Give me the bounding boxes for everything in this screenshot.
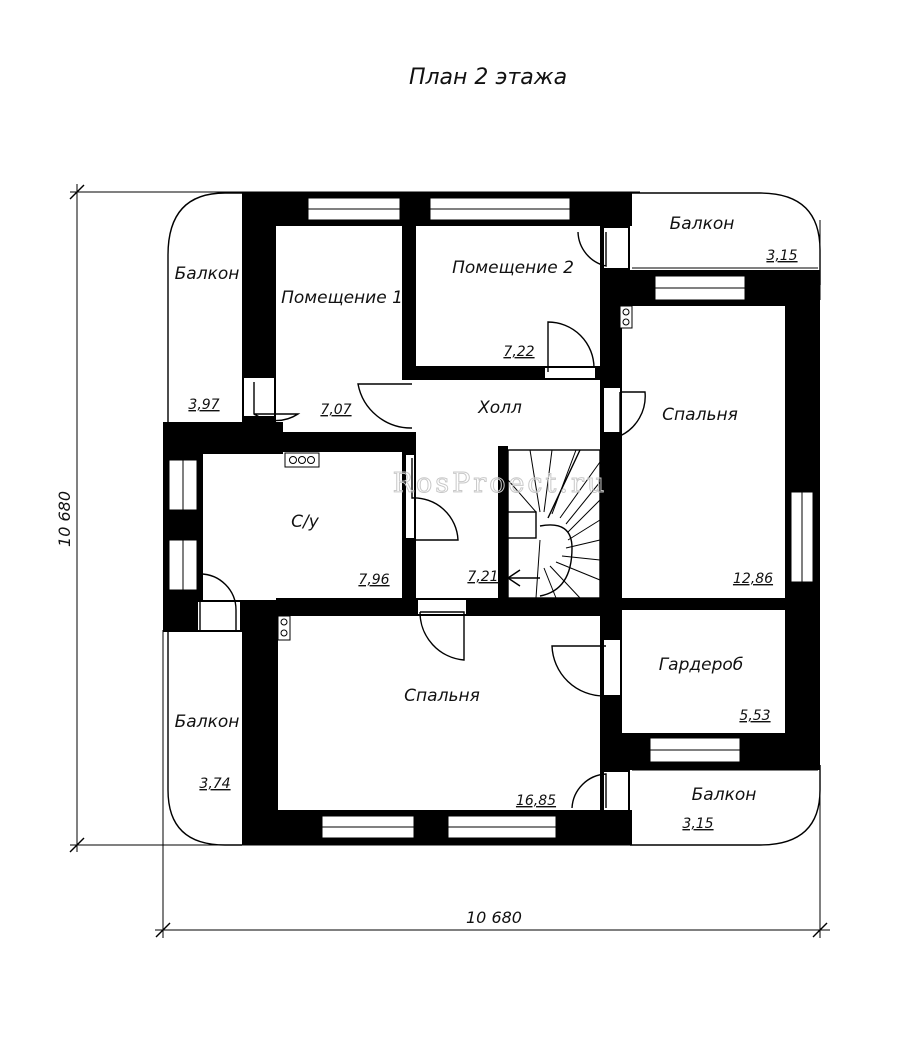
balcony-bottom-left-area: 3,74: [199, 776, 230, 792]
plan-title: План 2 этажа: [409, 65, 567, 90]
wardrobe-area: 5,53: [739, 708, 770, 724]
door-openings: [198, 228, 628, 810]
balcony-bottom-left-name: Балкон: [175, 712, 240, 732]
windows: [168, 197, 814, 839]
wardrobe-name: Гардероб: [659, 655, 744, 675]
balcony-labels: Балкон 3,97 Балкон 3,74 Балкон 3,15 Балк…: [175, 214, 798, 832]
height-dimension: 10 680: [55, 491, 74, 547]
balcony-top-left-name: Балкон: [175, 264, 240, 284]
hall-name: Холл: [477, 398, 522, 418]
balcony-top-right-area: 3,15: [766, 248, 797, 264]
balcony-top-left-area: 3,97: [188, 397, 219, 413]
room-labels: Помещение 1 7,07 Помещение 2 7,22 Холл 7…: [281, 258, 773, 809]
balcony-bottom-right-area: 3,15: [682, 816, 713, 832]
room1-area: 7,07: [320, 402, 351, 418]
balcony-top-right-name: Балкон: [670, 214, 735, 234]
room2-area: 7,22: [503, 344, 534, 360]
bedroom-main-area: 16,85: [516, 793, 556, 809]
bedroom-right-area: 12,86: [733, 571, 773, 587]
hall-area: 7,21: [467, 569, 498, 585]
room2-name: Помещение 2: [452, 258, 574, 278]
bedroom-right-name: Спальня: [662, 405, 738, 425]
staircase[interactable]: [505, 449, 601, 599]
width-dimension: 10 680: [466, 908, 522, 927]
dimension-lines: [69, 184, 830, 938]
watermark: RosProect.ru: [393, 468, 608, 499]
bathroom-area: 7,96: [358, 572, 389, 588]
bathroom-name: С/у: [291, 512, 320, 532]
room1-name: Помещение 1: [281, 288, 403, 308]
vent-ducts: [277, 305, 633, 641]
door-swings: [199, 231, 646, 809]
bedroom-main-name: Спальня: [404, 686, 480, 706]
balcony-bottom-right-name: Балкон: [692, 785, 757, 805]
